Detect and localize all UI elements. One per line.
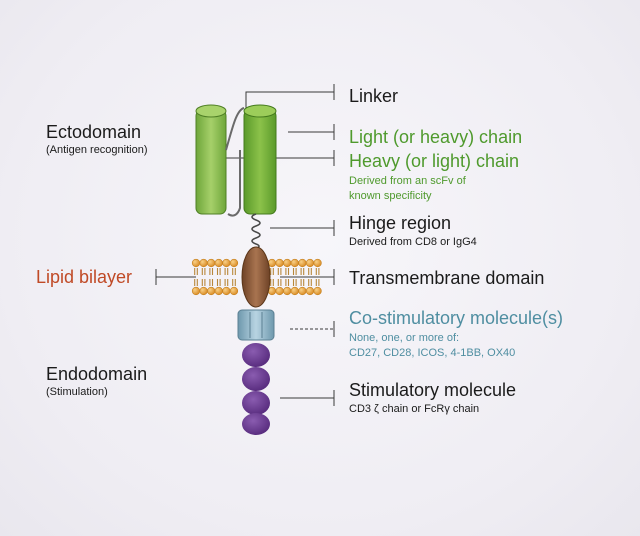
endodomain-title: Endodomain bbox=[46, 364, 148, 384]
heavy-chain-cylinder bbox=[243, 104, 277, 215]
scfv-domain bbox=[195, 104, 277, 217]
lipid-head bbox=[275, 258, 284, 268]
lipid-head bbox=[313, 286, 322, 296]
lipid-head bbox=[283, 286, 292, 296]
lipid-head bbox=[207, 258, 216, 268]
lipid-head bbox=[305, 258, 315, 268]
hinge-spring bbox=[251, 213, 261, 250]
lipid-head bbox=[229, 286, 239, 296]
lipid-head bbox=[199, 258, 208, 268]
linker-strand bbox=[225, 107, 245, 151]
linker-leader-line bbox=[245, 91, 334, 108]
hinge-note: Derived from CD8 or IgG4 bbox=[349, 236, 477, 248]
stimulatory-label: Stimulatory molecule bbox=[349, 380, 517, 400]
lipid-head bbox=[275, 286, 284, 296]
stimulatory-note: CD3 ζ chain or FcRγ chain bbox=[349, 403, 480, 415]
costim-block bbox=[237, 309, 275, 341]
lipid-head bbox=[290, 258, 299, 268]
heavy-chain-note-1: Derived from an scFv of bbox=[349, 175, 466, 187]
hinge-label: Hinge region bbox=[349, 213, 452, 233]
costim-note-1: None, one, or more of: bbox=[349, 332, 460, 344]
lipid-head bbox=[199, 286, 208, 296]
costim-note-2: CD27, CD28, ICOS, 4-1BB, OX40 bbox=[349, 347, 516, 359]
lipid-head bbox=[229, 258, 239, 268]
lipid-head bbox=[207, 286, 216, 296]
linker-strand-lower bbox=[227, 150, 241, 217]
lipid-head bbox=[290, 286, 299, 296]
lipid-head bbox=[298, 286, 307, 296]
lipid-head bbox=[191, 286, 201, 296]
heavy-chain-label: Heavy (or light) chain bbox=[349, 151, 520, 171]
endodomain-subtitle: (Stimulation) bbox=[46, 386, 108, 398]
transmembrane-label: Transmembrane domain bbox=[349, 268, 545, 288]
lipid-head bbox=[283, 258, 292, 268]
lipid-bilayer-label: Lipid bilayer bbox=[36, 267, 133, 287]
lipid-head bbox=[222, 258, 231, 268]
lipid-head bbox=[313, 258, 322, 268]
transmembrane-ellipse bbox=[241, 246, 271, 308]
ectodomain-subtitle: (Antigen recognition) bbox=[46, 144, 148, 156]
costim-label: Co-stimulatory molecule(s) bbox=[349, 308, 564, 328]
lipid-head bbox=[191, 258, 201, 268]
lipid-head bbox=[222, 286, 231, 296]
light-chain-label: Light (or heavy) chain bbox=[349, 127, 523, 147]
light-chain-cylinder bbox=[195, 104, 227, 215]
lipid-head bbox=[305, 286, 315, 296]
lipid-head bbox=[214, 258, 223, 268]
lipid-head bbox=[214, 286, 223, 296]
heavy-chain-note-2: known specificity bbox=[349, 190, 432, 202]
linker-label: Linker bbox=[349, 86, 399, 106]
ectodomain-title: Ectodomain bbox=[46, 122, 142, 142]
lipid-bilayer bbox=[191, 258, 322, 296]
stimulatory-chain bbox=[242, 343, 270, 435]
lipid-head bbox=[298, 258, 307, 268]
